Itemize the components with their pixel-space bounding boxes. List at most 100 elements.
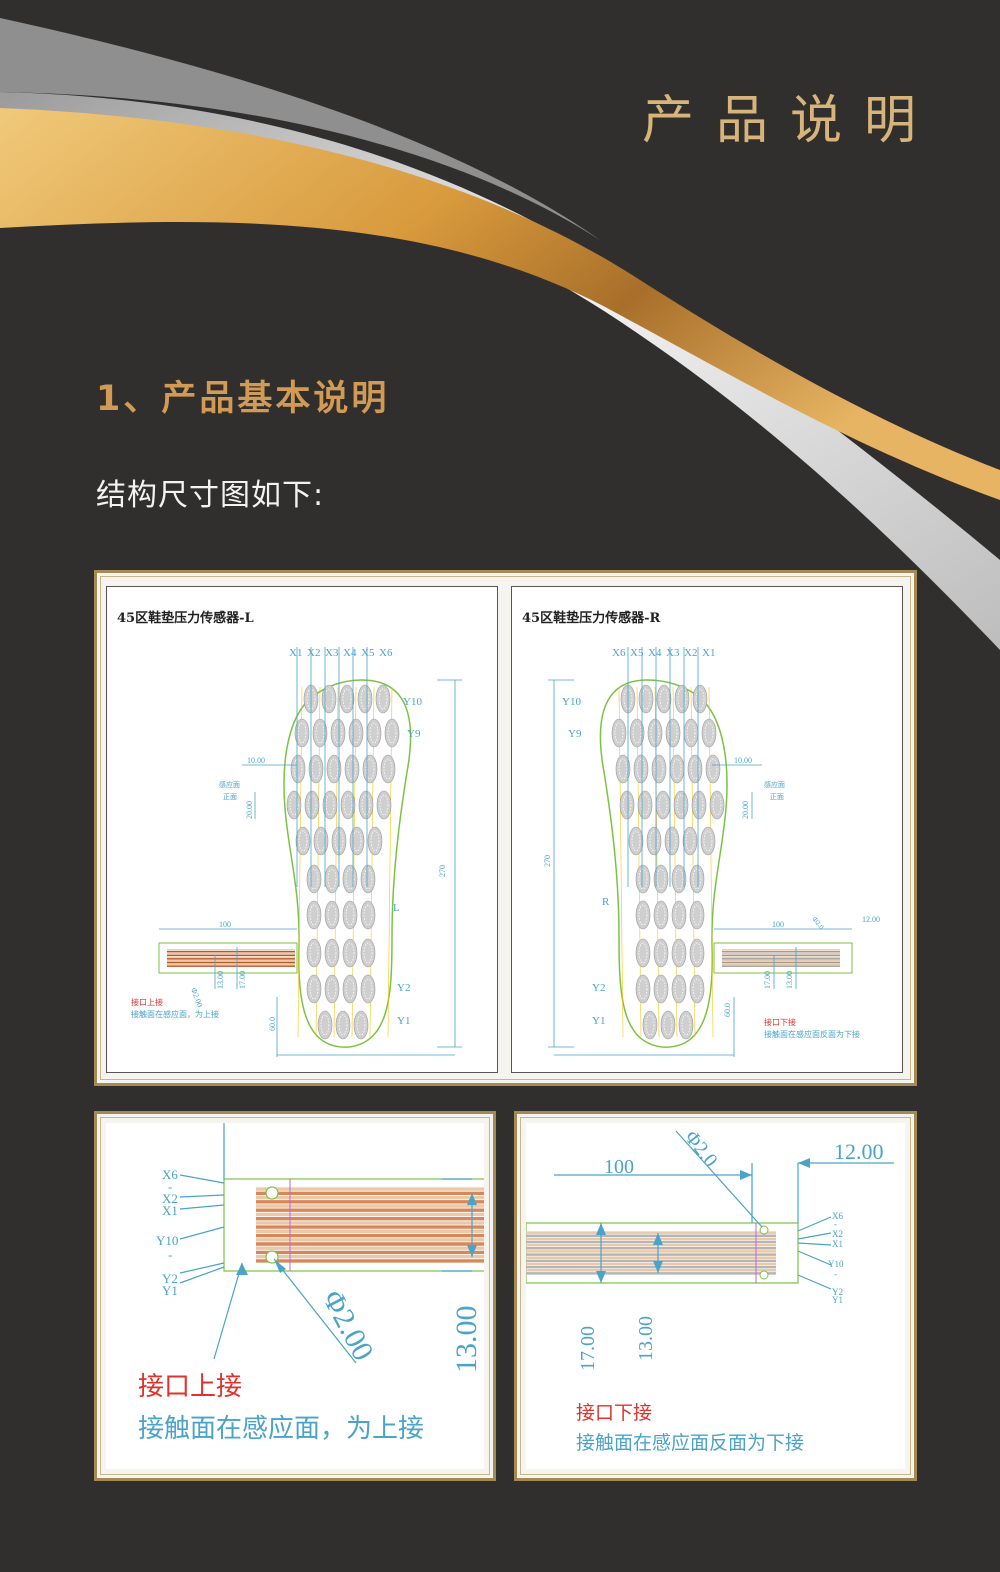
sensor-pad-dots (342, 688, 352, 710)
diagram-left: 45区鞋垫压力传感器-L (106, 586, 498, 1073)
sensor-pad-dots (672, 758, 682, 780)
sensor-pad (691, 790, 707, 820)
sensor-pad (375, 684, 391, 714)
sensor-pad-dots (638, 942, 648, 964)
sensor-pad-dots (674, 868, 684, 890)
sensor-pad (376, 790, 392, 820)
sensor-pad (342, 864, 358, 894)
sensor-pad-dots (631, 830, 641, 852)
y-label-1: Y1 (592, 1015, 605, 1027)
sensor-pad (304, 790, 320, 820)
sensor-pad-dots (658, 794, 668, 816)
sensor-pad (324, 938, 340, 968)
dim-phi: Φ2.00 (189, 987, 204, 1009)
sensor-pad-dots (343, 794, 353, 816)
sensor-pad (367, 826, 383, 856)
sensor-pad (653, 974, 669, 1004)
diagram-right: 45区鞋垫压力传感器-R (511, 586, 903, 1073)
x-label-6: X6 (379, 647, 393, 659)
sensor-pad (635, 938, 651, 968)
sensor-pad-dots (622, 794, 632, 816)
y-label-10: Y10 (562, 696, 581, 708)
detail-d100: 100 (604, 1156, 634, 1178)
tail-left (158, 942, 298, 974)
sensor-pad-dots (361, 794, 371, 816)
sensor-pad-dots (347, 758, 357, 780)
sensor-pad (619, 790, 635, 820)
sensor-pad (656, 684, 672, 714)
dim-10: 10.00 (247, 756, 265, 765)
detail-note-body: 接触面在感应面，为上接 (138, 1414, 424, 1443)
sensor-pad (358, 790, 374, 820)
x-label-1: X1 (702, 647, 715, 659)
sensor-pad-dots (325, 794, 335, 816)
sensor-pad (635, 900, 651, 930)
sensor-pad (306, 900, 322, 930)
sensor-pad (637, 790, 653, 820)
sensor-pad (664, 826, 680, 856)
sensor-pad (317, 1010, 333, 1040)
sensor-pad-dots (327, 942, 337, 964)
dim-60: 60.0 (723, 1003, 732, 1017)
sensor-pad-dots (309, 942, 319, 964)
section-heading: 1、产品基本说明 (96, 379, 390, 419)
sensor-pad (646, 826, 662, 856)
pin-dash-1: - (834, 1219, 837, 1229)
sensor-pad-dots (659, 688, 669, 710)
sensor-pad (653, 900, 669, 930)
sensor-pad (308, 754, 324, 784)
sensor-pad (671, 974, 687, 1004)
sensor-pad (322, 790, 338, 820)
sensor-pad-dots (293, 758, 303, 780)
sensor-pad (709, 790, 725, 820)
sensor-pad-dots (309, 868, 319, 890)
x-label-2: X2 (307, 647, 320, 659)
sensor-pads-right (611, 684, 725, 1040)
note-body: 接触面在感应面反面为下接 (764, 1029, 860, 1039)
decorative-swoosh (0, 0, 1000, 650)
dim-270: 270 (438, 865, 447, 877)
sensor-pad (687, 754, 703, 784)
sensor-pad (348, 718, 364, 748)
sensor-pad-dots (638, 868, 648, 890)
sensor-pad-dots (360, 688, 370, 710)
sensor-pad (326, 754, 342, 784)
sensor-pad-dots (365, 758, 375, 780)
sensor-pad-dots (674, 904, 684, 926)
sensor-pad-dots (712, 794, 722, 816)
sensor-pad (671, 864, 687, 894)
sensor-pad-dots (641, 688, 651, 710)
pin-dash-2: - (834, 1269, 837, 1279)
sensor-pads-left (286, 684, 400, 1040)
sensor-pad (306, 974, 322, 1004)
detail-right-drawing: 100 12.00 Φ2.0 17.00 13.00 X6 - X2 X1 Y1… (526, 1127, 894, 1454)
dim-100: 100 (772, 920, 784, 929)
pin-y1: Y1 (832, 1295, 843, 1305)
sensor-pad (653, 864, 669, 894)
face-a: 感应面 (764, 780, 785, 789)
sensor-pad-dots (692, 978, 702, 1000)
sensor-pad-dots (298, 830, 308, 852)
sensor-pad (701, 718, 717, 748)
sensor-pad (671, 900, 687, 930)
sensor-pad (342, 974, 358, 1004)
sensor-pad (342, 938, 358, 968)
sensor-pad (324, 900, 340, 930)
page-title: 产品说明 (641, 91, 938, 151)
sensor-pad (360, 864, 376, 894)
dim-13: 13.00 (785, 971, 794, 989)
sensor-pad (321, 684, 337, 714)
sensor-pad-dots (704, 722, 714, 744)
sensor-pad-dots (327, 904, 337, 926)
note-title: 接口下接 (764, 1017, 796, 1027)
sensor-pad (635, 864, 651, 894)
sensor-pad-dots (379, 794, 389, 816)
sensor-pad (313, 826, 329, 856)
pin-x1: X1 (832, 1239, 843, 1249)
sensor-pad (611, 718, 627, 748)
sensor-pad (312, 718, 328, 748)
diagram-right-title: 45区鞋垫压力传感器-R (522, 611, 661, 626)
y-label-9: Y9 (407, 728, 421, 740)
sensor-pad-dots (692, 868, 702, 890)
sensor-pad-dots (656, 978, 666, 1000)
